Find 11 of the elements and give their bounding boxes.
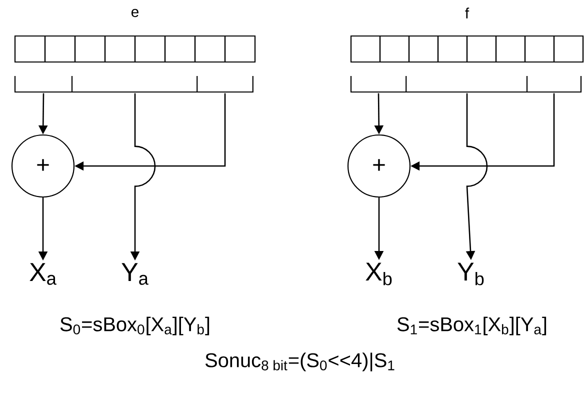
node-label: e: [131, 8, 138, 18]
output-label: X$_{a}$: [30, 263, 56, 285]
register-drawing: e: [14, 8, 256, 93]
formula-text: S$_{0}$=sBox$_{0}$[X$_{a}$][Y$_{b}$]: [60, 316, 210, 336]
formula-text: S$_{1}$=sBox$_{1}$[X$_{b}$][Y$_{a}$]: [397, 316, 546, 336]
output-label: Y$_{a}$: [122, 263, 148, 285]
output-label: X$_{b}$: [366, 262, 392, 286]
register-drawing: f: [350, 8, 584, 93]
output-label: Y$_{b}$: [458, 262, 484, 286]
node-label: f: [465, 8, 470, 18]
formula-text: Sonuc$_{8 bit}$=(S$_{0}$<<4)|S$_{1}$: [205, 352, 394, 372]
